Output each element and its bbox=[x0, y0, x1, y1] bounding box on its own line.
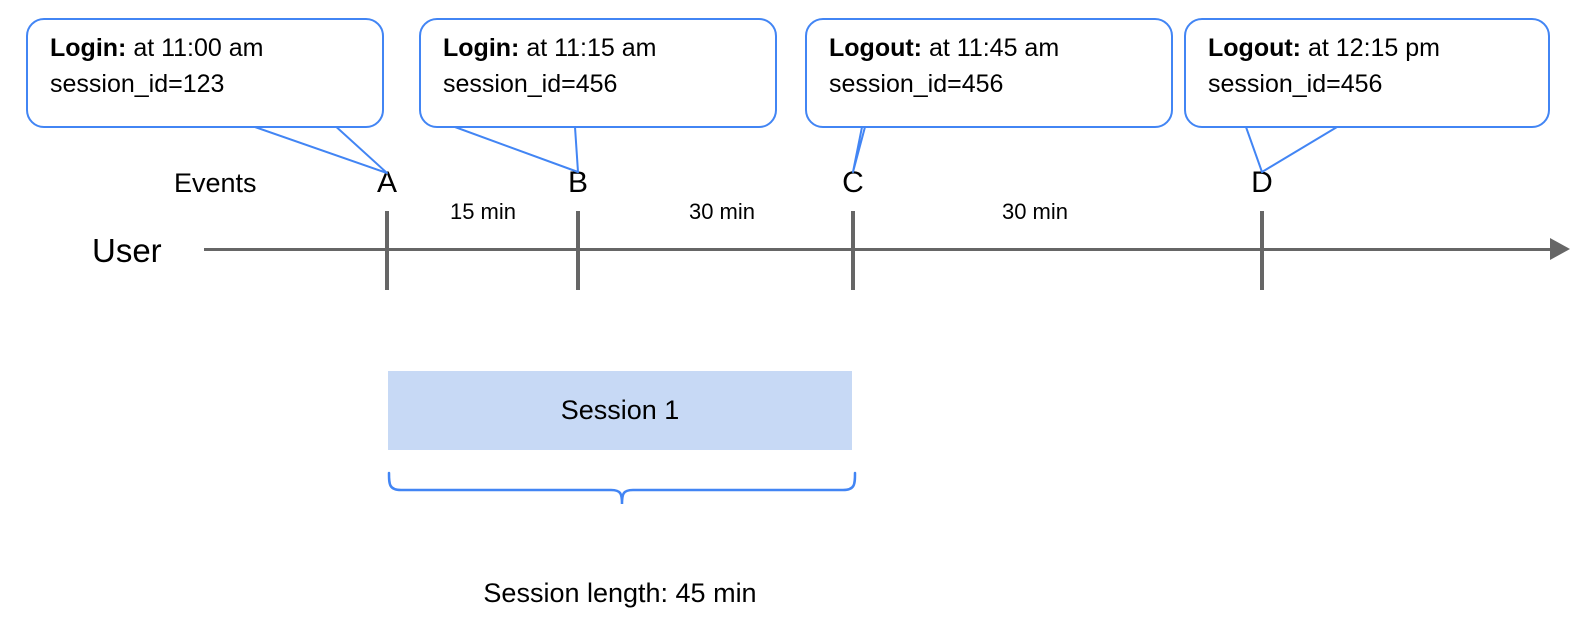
duration-c-d: 30 min bbox=[1001, 199, 1069, 224]
duration-a-b: 15 min bbox=[449, 199, 517, 224]
tick-b bbox=[576, 211, 580, 290]
events-lane-label: Events bbox=[174, 168, 257, 198]
tick-d bbox=[1260, 211, 1264, 290]
callout-bubble-b[interactable]: Login: at 11:15 am session_id=456 bbox=[419, 18, 777, 128]
callout-d-time: at 12:15 pm bbox=[1307, 34, 1440, 62]
callout-d-type: Logout: bbox=[1208, 34, 1302, 62]
session-bar-label: Session 1 bbox=[560, 395, 680, 425]
timeline-arrow-icon bbox=[1550, 238, 1570, 260]
callout-bubble-c[interactable]: Logout: at 11:45 am session_id=456 bbox=[805, 18, 1173, 128]
callout-c-line1: Logout: at 11:45 am bbox=[829, 30, 1153, 66]
duration-b-c: 30 min bbox=[688, 199, 756, 224]
event-letter-a: A bbox=[376, 166, 398, 199]
callout-a-type: Login: bbox=[50, 34, 127, 62]
event-letter-b: B bbox=[567, 166, 589, 199]
callout-bubble-d[interactable]: Logout: at 12:15 pm session_id=456 bbox=[1184, 18, 1550, 128]
callout-b-time: at 11:15 am bbox=[526, 34, 657, 62]
callout-b-session-id: session_id=456 bbox=[443, 70, 618, 98]
event-letter-d: D bbox=[1251, 166, 1273, 199]
session-length-brace bbox=[387, 471, 857, 505]
callout-a-line1: Login: at 11:00 am bbox=[50, 30, 364, 66]
session-length-caption: Session length: 45 min bbox=[483, 578, 757, 608]
callout-b-line1: Login: at 11:15 am bbox=[443, 30, 757, 66]
callout-bubble-a[interactable]: Login: at 11:00 am session_id=123 bbox=[26, 18, 384, 128]
callout-c-type: Logout: bbox=[829, 34, 923, 62]
callout-d-line1: Logout: at 12:15 pm bbox=[1208, 30, 1530, 66]
user-lane-label: User bbox=[92, 232, 162, 269]
tick-c bbox=[851, 211, 855, 290]
callout-c-time: at 11:45 am bbox=[928, 34, 1060, 62]
callout-c-session-id: session_id=456 bbox=[829, 70, 1004, 98]
event-letter-c: C bbox=[842, 166, 864, 199]
callout-a-time: at 11:00 am bbox=[133, 34, 264, 62]
tick-a bbox=[385, 211, 389, 290]
callout-b-type: Login: bbox=[443, 34, 520, 62]
session-bar[interactable]: Session 1 bbox=[388, 371, 852, 450]
callout-d-session-id: session_id=456 bbox=[1208, 70, 1383, 98]
callout-a-session-id: session_id=123 bbox=[50, 70, 225, 98]
timeline-axis bbox=[204, 248, 1552, 251]
